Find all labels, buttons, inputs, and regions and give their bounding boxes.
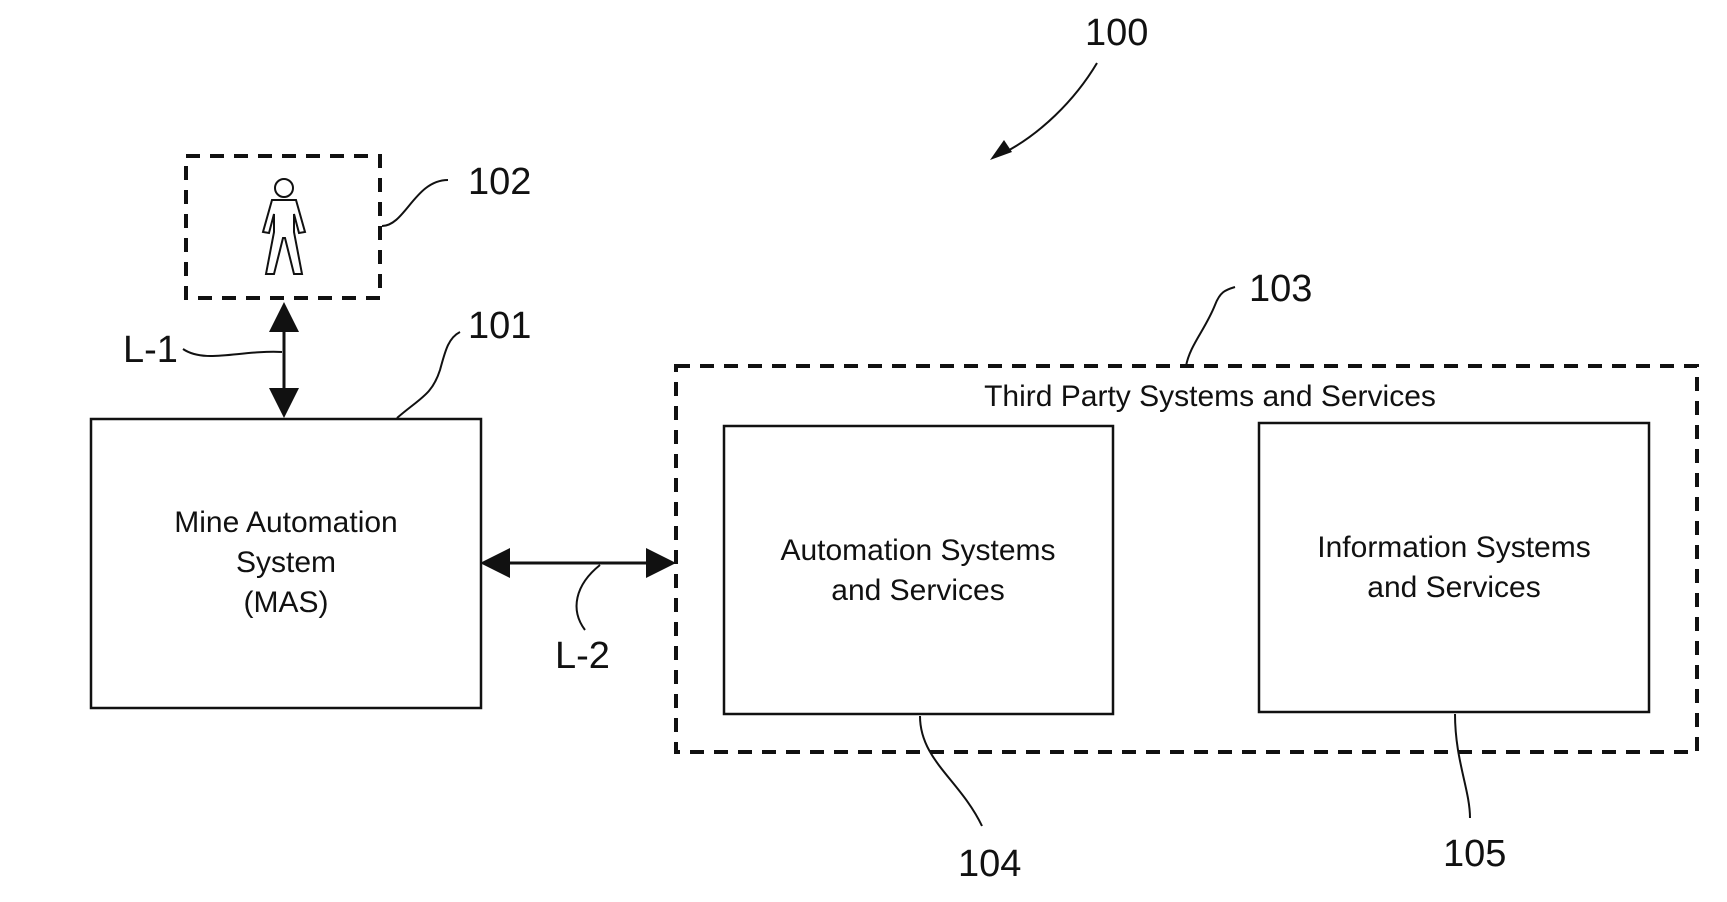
l2-leader [577, 565, 600, 630]
automation-leader [920, 716, 982, 826]
mas-label-line1: Mine Automation [174, 506, 397, 539]
automation-label-line1: Automation Systems [780, 534, 1055, 567]
person-box [186, 156, 380, 298]
automation-label-line2: and Services [831, 574, 1004, 607]
mas-label-line3: (MAS) [244, 586, 329, 619]
mas-ref: 101 [468, 305, 531, 347]
figure-number: 100 [1085, 12, 1148, 54]
information-label-line1: Information Systems [1317, 531, 1590, 564]
information-ref: 105 [1443, 833, 1506, 875]
person-leader [382, 180, 448, 226]
mas-label-line2: System [236, 546, 336, 579]
l2-label: L-2 [555, 635, 610, 677]
information-leader [1455, 714, 1470, 818]
figure-arrow [1000, 63, 1097, 155]
person-icon [263, 179, 305, 274]
information-box [1259, 423, 1649, 712]
third-party-ref: 103 [1249, 268, 1312, 310]
l1-label: L-1 [123, 329, 178, 371]
automation-ref: 104 [958, 843, 1021, 885]
third-party-leader [1186, 287, 1235, 366]
l1-leader [183, 349, 282, 356]
figure-arrow-head [990, 140, 1012, 160]
mas-leader [397, 332, 460, 418]
automation-box [724, 426, 1113, 714]
person-ref: 102 [468, 161, 531, 203]
third-party-title: Third Party Systems and Services [984, 380, 1436, 413]
information-label-line2: and Services [1367, 571, 1540, 604]
